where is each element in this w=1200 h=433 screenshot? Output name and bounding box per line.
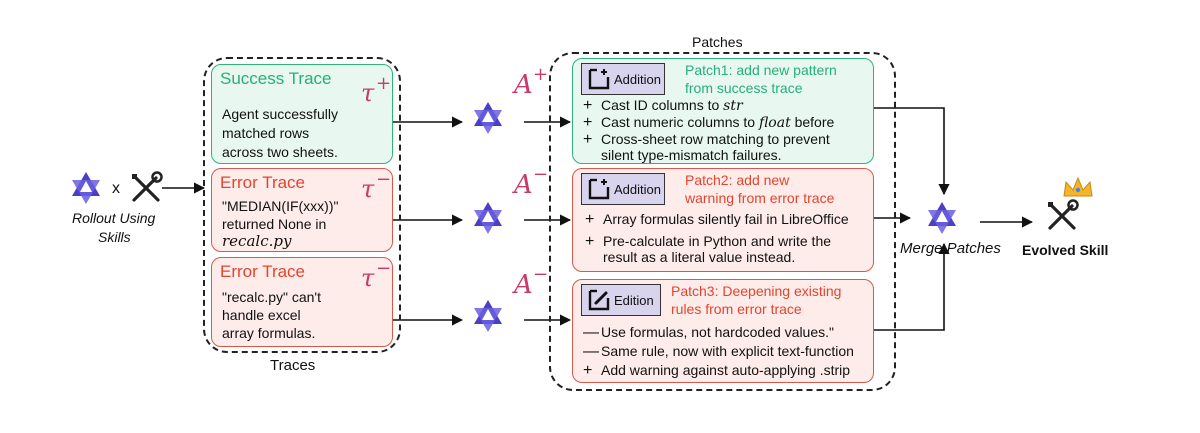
patch2-line-1: +Array formulas silently fail in LibreOf… bbox=[585, 211, 849, 228]
analysis-a-minus-1: A bbox=[514, 170, 533, 200]
patch3-line-2: —Same rule, now with explicit text-funct… bbox=[583, 343, 854, 360]
error-trace2-line-3: array formulas. bbox=[222, 325, 316, 341]
patch3-line-3: +Add warning against auto-applying .stri… bbox=[583, 362, 851, 379]
patch2-line-3: result as a literal value instead. bbox=[603, 249, 796, 265]
patch1-head-line2: from success trace bbox=[685, 80, 803, 96]
evolved-skill-label: Evolved Skill bbox=[1022, 242, 1109, 258]
tau-plus-sup: + bbox=[376, 73, 392, 94]
evolved-tools-icon bbox=[1046, 198, 1080, 230]
patch2-line-2: +Pre-calculate in Python and write the bbox=[585, 233, 832, 250]
analysis-minus-sup-2: − bbox=[533, 264, 549, 285]
tau-minus-sup: − bbox=[376, 258, 392, 279]
analyzer-logo-icon-1 bbox=[474, 102, 502, 134]
analysis-a-minus-2: A bbox=[514, 270, 533, 300]
error-trace-title-2: Error Trace bbox=[220, 262, 306, 281]
success-trace-card: Success Trace Agent successfully matched… bbox=[211, 64, 393, 164]
patch1-head-line1: Patch1: add new pattern bbox=[685, 62, 837, 78]
tau-minus-sup: − bbox=[376, 169, 392, 190]
patch1-line-2: +Cast numeric columns to float before bbox=[583, 114, 835, 131]
error-trace-title-1: Error Trace bbox=[220, 173, 306, 192]
patch3-head-line2: rules from error trace bbox=[671, 301, 802, 317]
rollout-times-sign: x bbox=[112, 180, 120, 197]
analyzer-logo-icon-2 bbox=[474, 202, 502, 234]
merge-label: Merge Patches bbox=[900, 240, 1001, 257]
success-trace-line-3: across two sheets. bbox=[222, 144, 338, 160]
patch1-line-3: +Cross-sheet row matching to prevent bbox=[583, 131, 830, 148]
tools-icon bbox=[130, 170, 164, 202]
edition-badge: Edition bbox=[581, 284, 661, 316]
patch1-line-1: +Cast ID columns to str bbox=[583, 97, 743, 114]
addition-badge-label-2: Addition bbox=[614, 182, 661, 197]
patch3-card: Edition Patch3: Deepening existing rules… bbox=[572, 279, 874, 383]
success-trace-line-1: Agent successfully bbox=[222, 106, 338, 122]
patch1-card: Addition Patch1: add new pattern from su… bbox=[572, 58, 874, 164]
analysis-minus-sup-1: − bbox=[533, 164, 549, 185]
patches-group bbox=[549, 52, 896, 391]
error-trace2-line-1: "recalc.py" can't bbox=[222, 289, 321, 305]
analyzer-logo-icon-3 bbox=[474, 300, 502, 332]
rollout-label-line1: Rollout Using bbox=[72, 210, 156, 226]
traces-group bbox=[203, 57, 401, 353]
patch3-merge-arrow bbox=[873, 242, 950, 331]
success-trace-line-2: matched rows bbox=[222, 125, 310, 141]
patches-group-label: Patches bbox=[692, 34, 743, 50]
tau-symbol: τ bbox=[361, 175, 375, 203]
success-trace-title: Success Trace bbox=[220, 69, 332, 88]
edition-badge-label: Edition bbox=[614, 293, 654, 308]
patch2-head-line2: warning from error trace bbox=[685, 190, 835, 206]
patch1-merge-arrow bbox=[873, 107, 950, 196]
edit-icon bbox=[588, 289, 610, 311]
error-trace2-line-2: handle excel bbox=[222, 307, 301, 323]
model-logo-icon bbox=[72, 172, 100, 204]
traces-group-label: Traces bbox=[270, 357, 316, 374]
error-trace1-file: recalc.py bbox=[222, 232, 292, 250]
tau-symbol: τ bbox=[361, 264, 375, 292]
error-trace1-line-1: "MEDIAN(IF(xxx))" bbox=[222, 198, 339, 214]
patch2-head-line1: Patch2: add new bbox=[685, 172, 790, 188]
addition-badge-2: Addition bbox=[581, 173, 665, 205]
add-file-icon bbox=[588, 178, 610, 200]
addition-badge-label-1: Addition bbox=[614, 72, 661, 87]
patch2-card: Addition Patch2: add new warning from er… bbox=[572, 168, 874, 272]
error-trace-card-2: Error Trace "recalc.py" can't handle exc… bbox=[211, 257, 393, 347]
analysis-plus-sup: + bbox=[533, 64, 549, 85]
crown-icon bbox=[1063, 176, 1093, 197]
merge-logo-icon bbox=[928, 202, 956, 234]
rollout-label-line2: Skills bbox=[98, 229, 131, 245]
patch3-line-1: —Use formulas, not hardcoded values." bbox=[583, 324, 834, 341]
patch3-head-line1: Patch3: Deepening existing bbox=[671, 283, 842, 299]
error-trace1-line-2: returned None in bbox=[222, 216, 327, 232]
addition-badge-1: Addition bbox=[581, 63, 665, 95]
patch1-line-4: silent type-mismatch failures. bbox=[601, 147, 782, 163]
error-trace-card-1: Error Trace "MEDIAN(IF(xxx))" returned N… bbox=[211, 168, 393, 252]
tau-symbol: τ bbox=[361, 79, 375, 107]
add-file-icon bbox=[588, 68, 610, 90]
analysis-a-plus: A bbox=[514, 70, 533, 100]
